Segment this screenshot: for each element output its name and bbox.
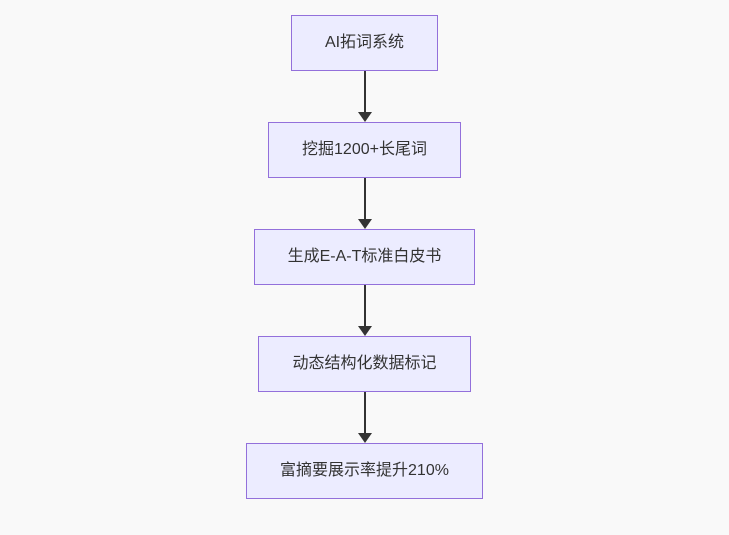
flowchart-node-structured-data: 动态结构化数据标记 [258,336,471,392]
arrow-line [363,392,366,434]
arrow-line [363,71,366,113]
flowchart-node-eat-whitepaper: 生成E-A-T标准白皮书 [253,229,476,285]
flowchart-node-longtail-keywords: 挖掘1200+长尾词 [268,122,461,178]
arrow-down-icon [357,433,372,443]
arrow-down-icon [357,219,372,229]
flowchart-edge-3 [357,285,372,336]
arrow-down-icon [357,112,372,122]
flowchart-node-ai-word-system: AI拓词系统 [290,15,439,71]
flowchart-edge-2 [357,178,372,229]
arrow-down-icon [357,326,372,336]
arrow-line [363,285,366,327]
flowchart-edge-4 [357,392,372,443]
flowchart-edge-1 [357,71,372,122]
flowchart-node-rich-snippet-rate: 富摘要展示率提升210% [246,443,483,499]
arrow-line [363,178,366,220]
